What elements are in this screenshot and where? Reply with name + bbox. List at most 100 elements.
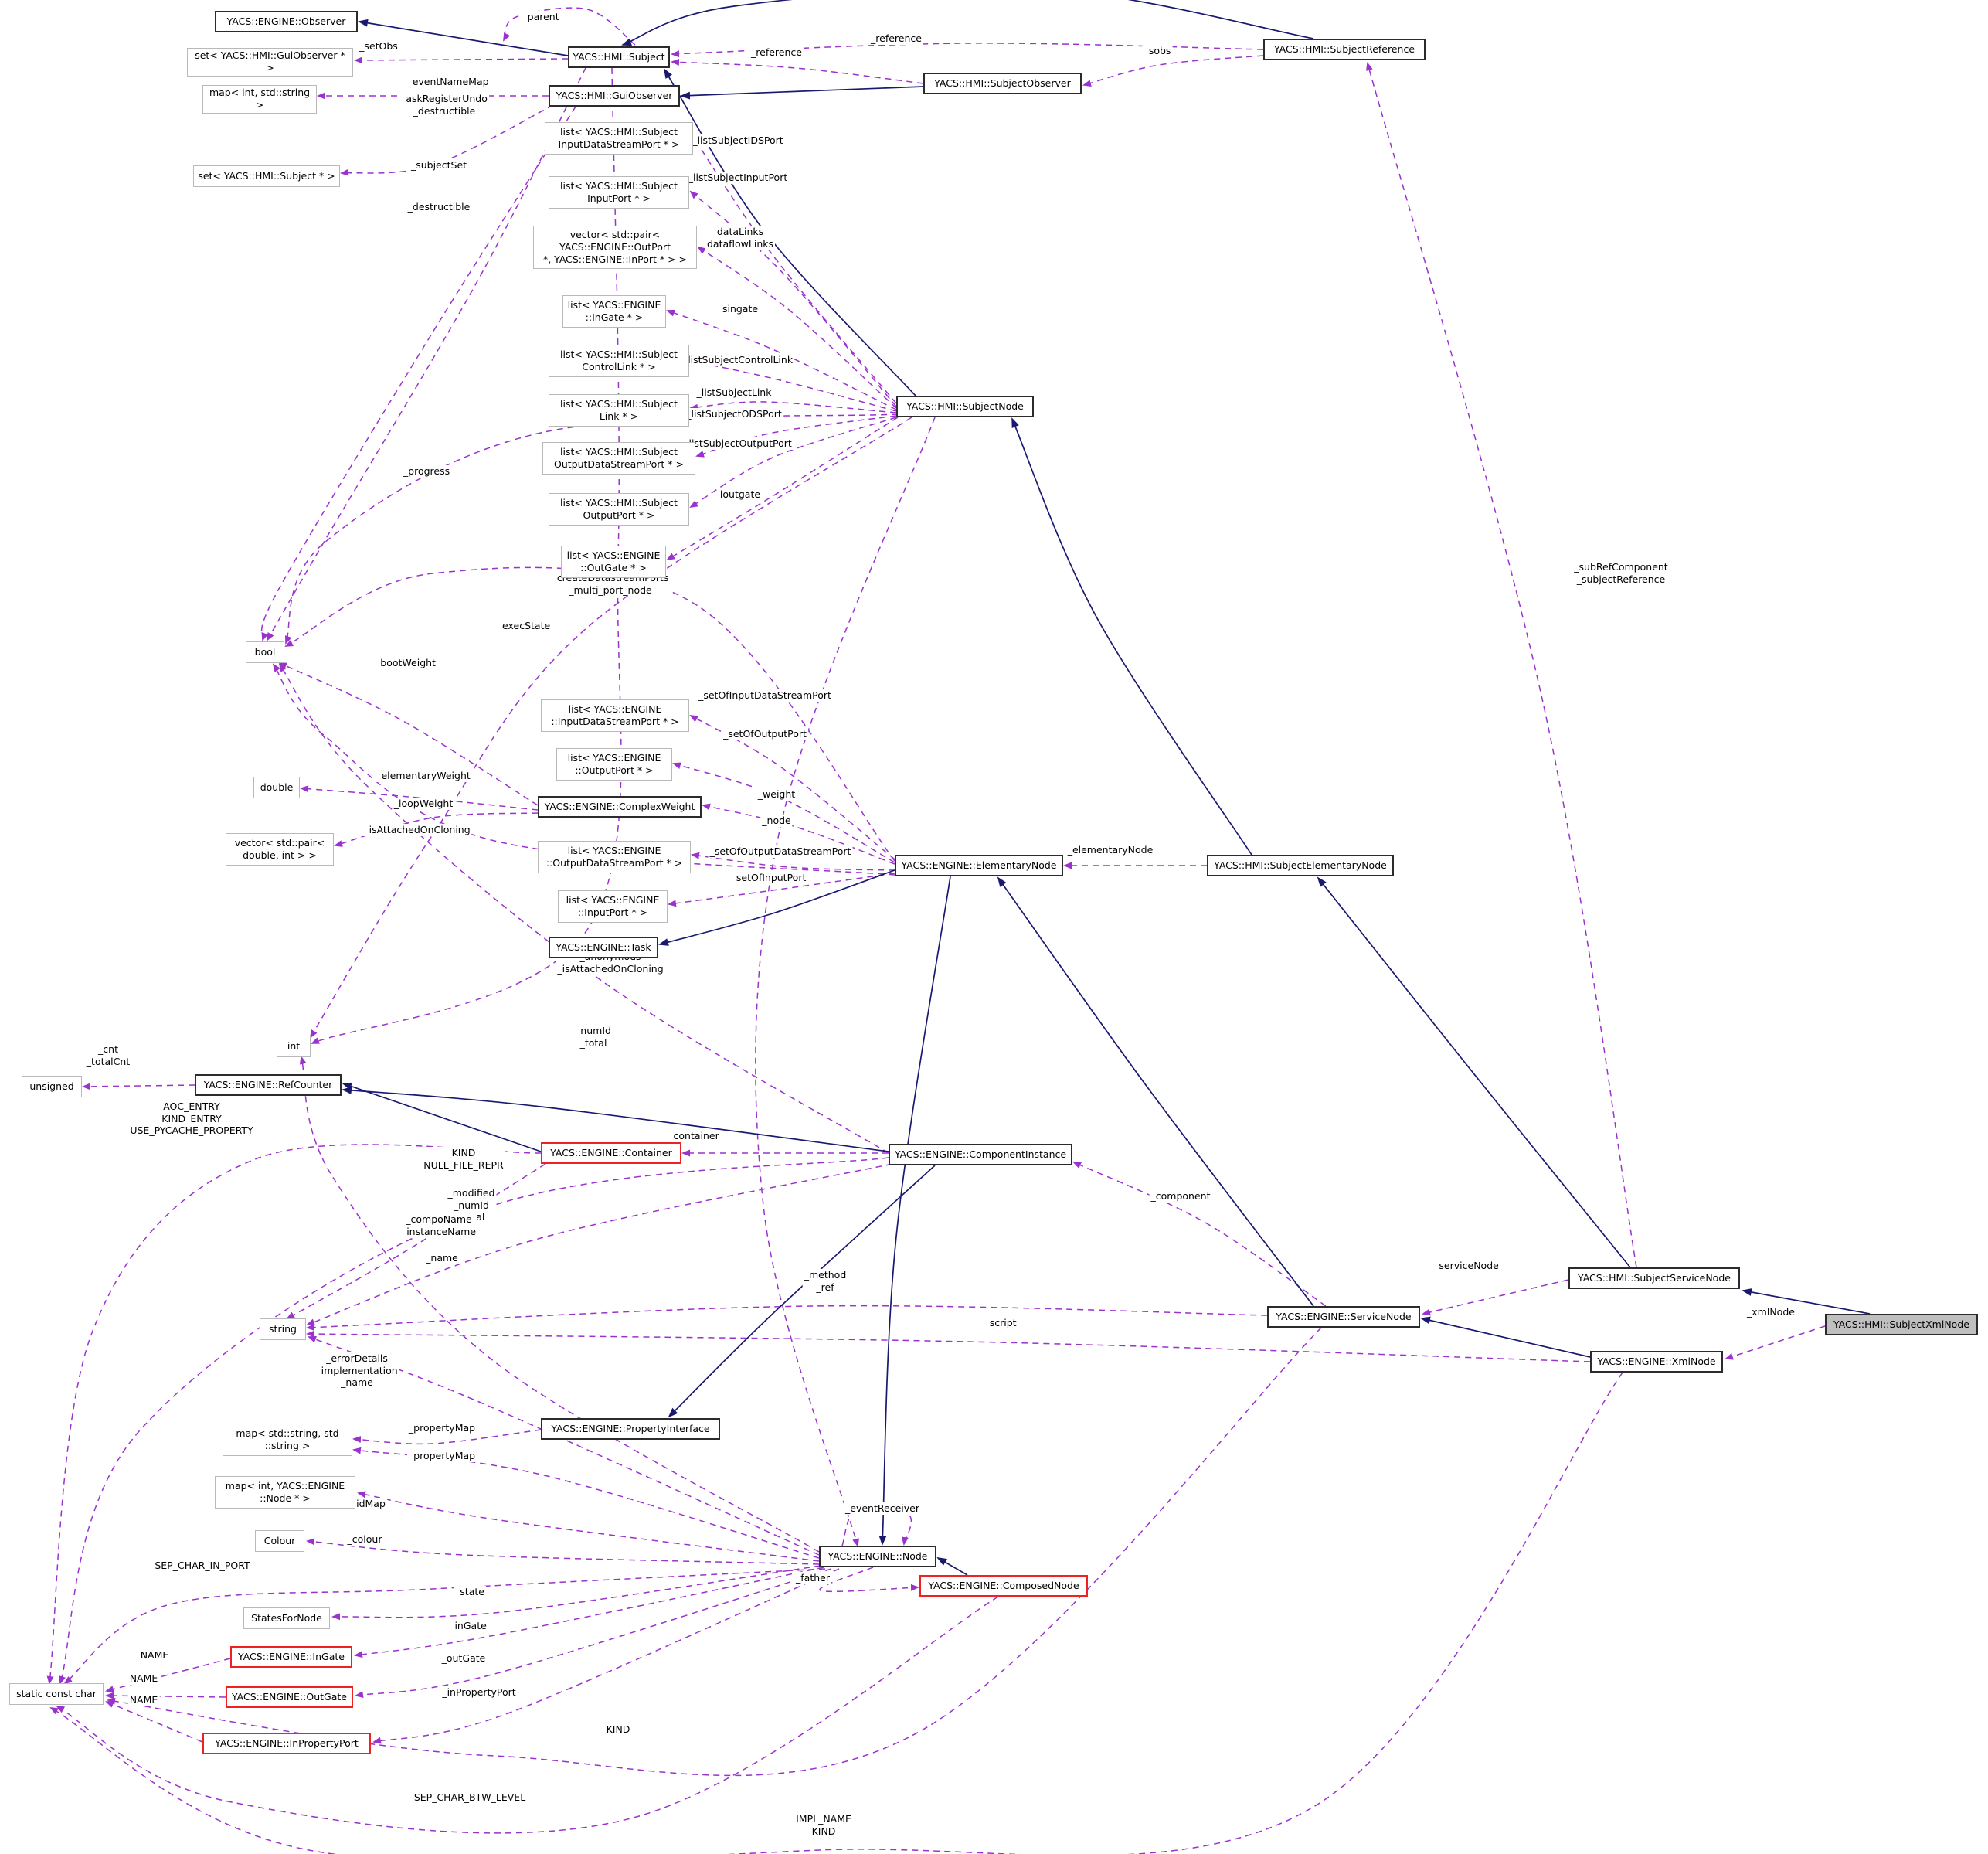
inheritance-edge-xmlnode-to-servicenode xyxy=(1420,1316,1591,1358)
inheritance-edge-servicenode-to-elementarynode xyxy=(997,876,1314,1307)
member-edge-subject-to-bool xyxy=(266,67,586,641)
class-box-int[interactable]: int xyxy=(277,1036,311,1057)
class-box-servicenode[interactable]: YACS::ENGINE::ServiceNode xyxy=(1267,1306,1420,1328)
member-edge-elementarynode-to-list-eng-inport xyxy=(668,873,895,907)
class-box-subject[interactable]: YACS::HMI::Subject xyxy=(568,46,670,68)
class-box-bool[interactable]: bool xyxy=(246,641,284,663)
class-box-statesfornode[interactable]: StatesForNode xyxy=(243,1607,330,1629)
class-box-ingate[interactable]: YACS::ENGINE::InGate xyxy=(230,1646,352,1668)
class-box-list-subj-controllink[interactable]: list< YACS::HMI::Subject ControlLink * > xyxy=(549,345,689,377)
class-box-map-int-string[interactable]: map< int, std::string > xyxy=(202,85,317,114)
member-edge-subject-to-subject xyxy=(503,7,636,46)
class-box-guiobserver[interactable]: YACS::HMI::GuiObserver xyxy=(549,85,680,107)
member-edge-componentinstance-to-static-const-char xyxy=(59,1157,889,1685)
class-box-static-const-char[interactable]: static const char xyxy=(9,1683,104,1705)
class-box-list-ingate[interactable]: list< YACS::ENGINE ::InGate * > xyxy=(562,295,666,328)
member-edge-subjectnode-to-list-subj-inport xyxy=(689,190,897,407)
class-box-xmlnode[interactable]: YACS::ENGINE::XmlNode xyxy=(1590,1351,1723,1373)
class-box-list-eng-idsport[interactable]: list< YACS::ENGINE ::InputDataStreamPort… xyxy=(541,699,689,732)
member-edge-subjectnode-to-list-subj-outport xyxy=(689,417,897,509)
member-edge-subjectreference-to-subject xyxy=(671,43,1264,58)
class-box-vector-outport-inport[interactable]: vector< std::pair< YACS::ENGINE::OutPort… xyxy=(533,226,697,269)
member-edge-subjectnode-to-list-subj-link xyxy=(689,401,897,413)
member-edge-node-to-static-const-char xyxy=(63,1568,826,1685)
member-edge-guiobserver-to-set-subject xyxy=(340,104,554,176)
inheritance-edge-subject-to-observer xyxy=(358,19,569,56)
class-box-list-subj-outport[interactable]: list< YACS::HMI::Subject OutputPort * > xyxy=(549,493,689,526)
class-box-outgate[interactable]: YACS::ENGINE::OutGate xyxy=(226,1686,353,1708)
class-box-double[interactable]: double xyxy=(253,777,300,798)
member-edge-container-to-static-const-char xyxy=(46,1144,542,1685)
member-edge-node-to-statesfornode xyxy=(331,1565,821,1621)
member-edge-elementarynode-to-list-eng-outport xyxy=(672,762,895,863)
class-box-list-subj-inport[interactable]: list< YACS::HMI::Subject InputPort * > xyxy=(549,176,689,209)
inheritance-edge-elementarynode-to-task xyxy=(658,869,895,946)
class-box-map-int-node[interactable]: map< int, YACS::ENGINE ::Node * > xyxy=(215,1476,355,1509)
class-box-complexweight[interactable]: YACS::ENGINE::ComplexWeight xyxy=(538,796,702,818)
member-edge-servicenode-to-componentinstance xyxy=(1072,1162,1327,1307)
class-box-observer[interactable]: YACS::ENGINE::Observer xyxy=(215,11,358,32)
member-edge-guiobserver-to-bool xyxy=(260,106,576,641)
member-edge-node-to-string xyxy=(308,1336,820,1556)
class-box-refcounter[interactable]: YACS::ENGINE::RefCounter xyxy=(195,1074,342,1096)
inheritance-edge-subjectreference-to-subject xyxy=(621,0,1314,46)
member-edge-complexweight-to-vector-pair-double-int xyxy=(334,812,539,847)
member-edge-servicenode-to-string xyxy=(306,1305,1268,1332)
class-box-list-eng-outport[interactable]: list< YACS::ENGINE ::OutputPort * > xyxy=(556,748,672,781)
class-box-subjectreference[interactable]: YACS::HMI::SubjectReference xyxy=(1263,39,1426,60)
class-box-list-subj-idsport[interactable]: list< YACS::HMI::Subject InputDataStream… xyxy=(545,122,693,155)
inheritance-edge-componentinstance-to-propertyinterface xyxy=(668,1165,936,1418)
class-box-elementarynode[interactable]: YACS::ENGINE::ElementaryNode xyxy=(895,855,1063,876)
member-edge-complexweight-to-bool xyxy=(278,662,539,806)
member-edge-node-to-ingate xyxy=(354,1567,824,1658)
class-box-list-outgate[interactable]: list< YACS::ENGINE ::OutGate * > xyxy=(561,546,666,578)
member-edge-node-to-node xyxy=(841,1504,912,1546)
class-box-list-subj-link[interactable]: list< YACS::HMI::Subject Link * > xyxy=(549,394,689,427)
class-box-componentinstance[interactable]: YACS::ENGINE::ComponentInstance xyxy=(889,1144,1072,1165)
member-edge-inpropertyport-to-static-const-char xyxy=(105,1701,203,1743)
class-box-subjectobserver[interactable]: YACS::HMI::SubjectObserver xyxy=(923,73,1082,94)
class-box-set-subject[interactable]: set< YACS::HMI::Subject * > xyxy=(193,165,340,187)
class-box-subjectnode[interactable]: YACS::HMI::SubjectNode xyxy=(896,396,1034,417)
member-edge-elementarynode-to-list-eng-idsport xyxy=(689,715,895,860)
member-edge-subjectxmlnode-to-xmlnode xyxy=(1725,1325,1826,1360)
member-edge-composednode-to-static-const-char xyxy=(56,1596,999,1834)
class-box-list-eng-odsport[interactable]: list< YACS::ENGINE ::OutputDataStreamPor… xyxy=(538,841,691,873)
member-edge-subjectnode-to-vector-outport-inport xyxy=(697,246,897,409)
class-box-string[interactable]: string xyxy=(260,1318,306,1340)
class-box-set-guiobserver[interactable]: set< YACS::HMI::GuiObserver * > xyxy=(187,48,353,77)
class-box-subjectservicenode[interactable]: YACS::HMI::SubjectServiceNode xyxy=(1568,1267,1740,1289)
class-box-subjectxmlnode[interactable]: YACS::HMI::SubjectXmlNode xyxy=(1825,1314,1978,1335)
class-box-map-string-string[interactable]: map< std::string, std ::string > xyxy=(223,1424,352,1456)
member-edge-node-to-int xyxy=(299,1056,820,1553)
class-box-task[interactable]: YACS::ENGINE::Task xyxy=(549,937,658,958)
class-box-list-subj-odsport[interactable]: list< YACS::HMI::Subject OutputDataStrea… xyxy=(542,442,695,475)
member-edge-subjectnode-to-int xyxy=(309,417,912,1039)
member-edge-subjectnode-to-list-subj-idsport xyxy=(693,138,897,404)
member-edge-servicenode-to-static-const-char xyxy=(107,1327,1322,1777)
member-edge-elementarynode-to-complexweight xyxy=(702,803,895,865)
class-box-composednode[interactable]: YACS::ENGINE::ComposedNode xyxy=(919,1575,1088,1597)
member-edge-node-to-outgate xyxy=(355,1568,832,1699)
class-box-list-eng-inport[interactable]: list< YACS::ENGINE ::InputPort * > xyxy=(558,890,668,923)
inheritance-edge-componentinstance-to-refcounter xyxy=(342,1086,889,1152)
member-edge-ingate-to-static-const-char xyxy=(105,1658,231,1693)
inheritance-edge-subjectservicenode-to-subjectelementarynode xyxy=(1317,876,1631,1268)
class-box-node[interactable]: YACS::ENGINE::Node xyxy=(819,1546,936,1567)
member-edge-container-to-string xyxy=(286,1163,546,1319)
class-box-subjectelementarynode[interactable]: YACS::HMI::SubjectElementaryNode xyxy=(1207,855,1394,876)
class-box-propertyinterface[interactable]: YACS::ENGINE::PropertyInterface xyxy=(541,1418,720,1440)
member-edge-elementarynode-to-bool xyxy=(272,663,895,876)
class-box-unsigned[interactable]: unsigned xyxy=(22,1076,82,1097)
member-edge-componentinstance-to-string xyxy=(306,1163,893,1326)
class-box-container[interactable]: YACS::ENGINE::Container xyxy=(541,1142,681,1164)
member-edge-node-to-inpropertyport xyxy=(372,1568,840,1744)
member-edge-subjectreference-to-subjectobserver xyxy=(1082,55,1264,87)
member-edge-node-to-map-int-node xyxy=(357,1491,820,1562)
class-box-vector-pair-double-int[interactable]: vector< std::pair< double, int > > xyxy=(226,833,334,866)
member-edge-subjectservicenode-to-servicenode xyxy=(1422,1279,1569,1316)
class-box-colour[interactable]: Colour xyxy=(255,1530,304,1552)
class-box-inpropertyport[interactable]: YACS::ENGINE::InPropertyPort xyxy=(202,1733,371,1754)
inheritance-edge-elementarynode-to-node xyxy=(878,876,951,1546)
inheritance-edge-subjectnode-to-subject xyxy=(663,68,916,396)
